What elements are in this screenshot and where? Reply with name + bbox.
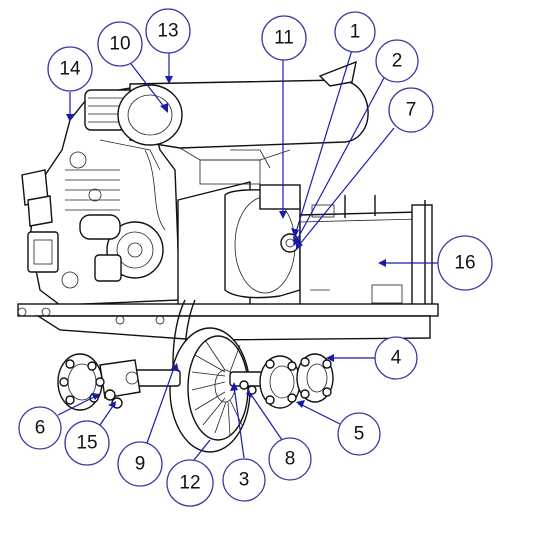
callout-5: 5 [337, 412, 381, 456]
callout-12: 12 [166, 459, 214, 507]
callout-6: 6 [18, 406, 62, 450]
callout-2-label: 2 [392, 51, 403, 72]
tank-box [299, 195, 433, 315]
callout-3: 3 [222, 458, 266, 502]
callout-8: 8 [268, 437, 312, 481]
callout-15: 15 [64, 420, 110, 466]
callout-2: 2 [375, 39, 419, 83]
callout-1: 1 [334, 11, 376, 53]
callout-16: 16 [437, 235, 493, 291]
callout-11: 11 [261, 15, 307, 61]
left-coupling [57, 353, 123, 411]
pulley [169, 327, 251, 453]
right-coupling [239, 353, 334, 409]
callout-4: 4 [374, 336, 418, 380]
callout-13-label: 13 [157, 21, 178, 42]
callout-9: 9 [117, 441, 163, 487]
callout-8-label: 8 [285, 449, 296, 470]
callout-10-label: 10 [109, 34, 130, 55]
callout-14-label: 14 [59, 59, 81, 80]
callout-15-label: 15 [76, 433, 97, 454]
callout-7-label: 7 [406, 100, 417, 121]
callout-1-label: 1 [350, 22, 361, 43]
callout-14: 14 [47, 46, 93, 92]
callout-10: 10 [97, 21, 143, 67]
callout-6-label: 6 [35, 418, 46, 439]
callout-13: 13 [145, 8, 191, 54]
callout-12-label: 12 [179, 473, 200, 494]
callout-5-label: 5 [354, 424, 365, 445]
muffler-cylinder [117, 60, 369, 161]
leader-lines [57, 49, 438, 461]
callout-7: 7 [388, 87, 434, 133]
callout-4-label: 4 [391, 348, 402, 369]
callout-11-label: 11 [274, 28, 294, 49]
gearbox-plate [177, 149, 301, 311]
callout-3-label: 3 [239, 470, 250, 491]
base-frame [17, 303, 439, 341]
callout-9-label: 9 [135, 454, 146, 475]
callout-16-label: 16 [454, 253, 475, 274]
